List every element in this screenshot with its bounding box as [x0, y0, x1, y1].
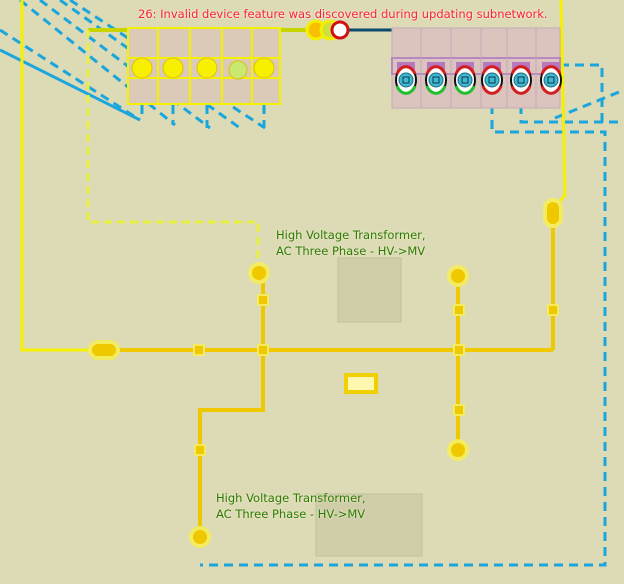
switch-device[interactable] — [510, 62, 532, 95]
error-message: 26: Invalid device feature was discovere… — [138, 7, 548, 21]
feeder-line-left[interactable] — [20, 0, 100, 352]
junction[interactable] — [257, 294, 269, 306]
transformer-label-2[interactable]: High Voltage Transformer, AC Three Phase… — [216, 491, 366, 521]
junction[interactable] — [193, 344, 205, 356]
switch-device[interactable] — [540, 62, 562, 95]
terminal-node[interactable] — [248, 262, 270, 284]
transformer-footprint-2[interactable] — [315, 493, 423, 557]
switchgear-left[interactable] — [127, 27, 281, 105]
transformer-label-1[interactable]: High Voltage Transformer, AC Three Phase… — [276, 228, 426, 258]
top-connector[interactable] — [305, 19, 350, 41]
feeder-line-dashed[interactable] — [86, 30, 260, 268]
switch-device[interactable] — [454, 62, 476, 95]
terminal-node[interactable] — [447, 265, 469, 287]
transformer-footprint-1[interactable] — [337, 257, 402, 323]
bulb-node-right[interactable] — [543, 198, 563, 228]
small-device[interactable] — [344, 373, 378, 394]
terminal-node[interactable] — [189, 526, 211, 548]
terminal-node[interactable] — [447, 439, 469, 461]
junction[interactable] — [453, 404, 465, 416]
busbars[interactable] — [103, 212, 555, 535]
switch-device[interactable] — [395, 62, 417, 95]
junction[interactable] — [547, 304, 559, 316]
switchgear-right[interactable] — [391, 27, 561, 109]
coupler-left[interactable] — [88, 340, 120, 360]
junction[interactable] — [194, 444, 206, 456]
junction[interactable] — [257, 344, 269, 356]
junction[interactable] — [453, 304, 465, 316]
switch-device[interactable] — [425, 62, 447, 95]
switch-device[interactable] — [481, 62, 503, 95]
junction[interactable] — [453, 344, 465, 356]
